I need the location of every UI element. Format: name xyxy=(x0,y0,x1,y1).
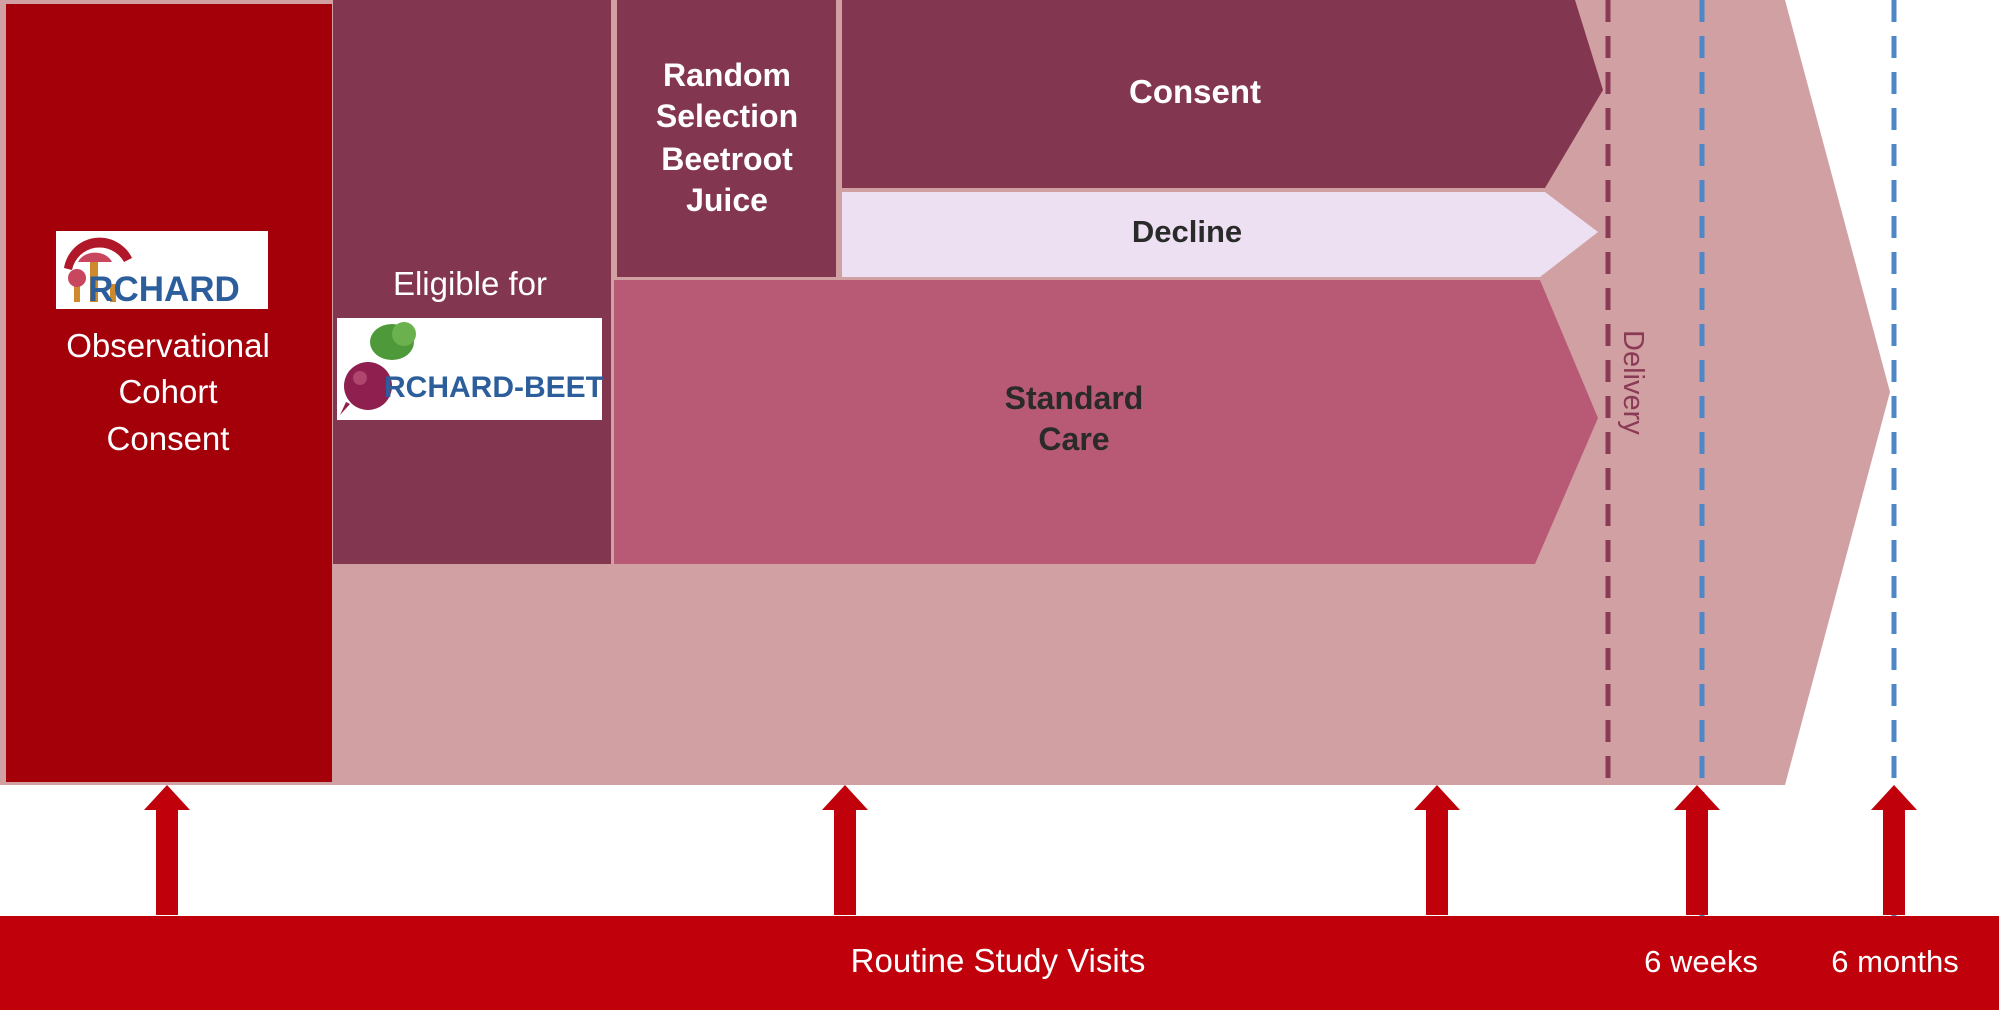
beetroot-logo-icon xyxy=(340,322,416,415)
random-selection-box xyxy=(617,0,836,277)
standard-care-arrow xyxy=(614,280,1598,564)
eligible-label: Eligible for xyxy=(393,265,547,302)
random-label-line-3: Beetroot xyxy=(661,141,793,177)
visit-arrow-4 xyxy=(1674,785,1720,915)
visit-arrow-3 xyxy=(1414,785,1460,915)
eligible-box xyxy=(333,0,611,564)
orchard-logo-text: RCHARD xyxy=(88,270,240,309)
decline-label: Decline xyxy=(1132,214,1242,249)
delivery-label: Delivery xyxy=(1617,330,1649,435)
visit-arrow-1 xyxy=(144,785,190,915)
cohort-label-line-3: Consent xyxy=(107,420,230,457)
orchard-beet-logo: RCHARD-BEET xyxy=(337,318,604,420)
random-label-line-1: Random xyxy=(663,57,791,93)
mushroom-logo-icon xyxy=(64,237,132,302)
cohort-label-line-1: Observational xyxy=(66,327,270,364)
visit-arrow-5 xyxy=(1871,785,1917,915)
visit-arrow-2 xyxy=(822,785,868,915)
orchard-beet-logo-text: RCHARD-BEET xyxy=(384,371,604,404)
decline-arrow xyxy=(842,192,1598,277)
routine-visits-label: Routine Study Visits xyxy=(851,942,1146,979)
standard-care-label-line-1: Standard xyxy=(1005,380,1144,416)
consent-arrow xyxy=(842,0,1603,188)
routine-visits-bar xyxy=(0,916,1999,1010)
cohort-label-line-2: Cohort xyxy=(118,373,217,410)
cohort-box xyxy=(6,4,332,782)
standard-care-label-line-2: Care xyxy=(1038,421,1109,457)
consent-label: Consent xyxy=(1129,73,1261,110)
orchard-logo: RCHARD xyxy=(56,231,268,309)
random-label-line-2: Selection xyxy=(656,98,798,134)
six-weeks-label: 6 weeks xyxy=(1644,944,1758,979)
random-label-line-4: Juice xyxy=(686,182,768,218)
six-months-label: 6 months xyxy=(1831,944,1959,979)
